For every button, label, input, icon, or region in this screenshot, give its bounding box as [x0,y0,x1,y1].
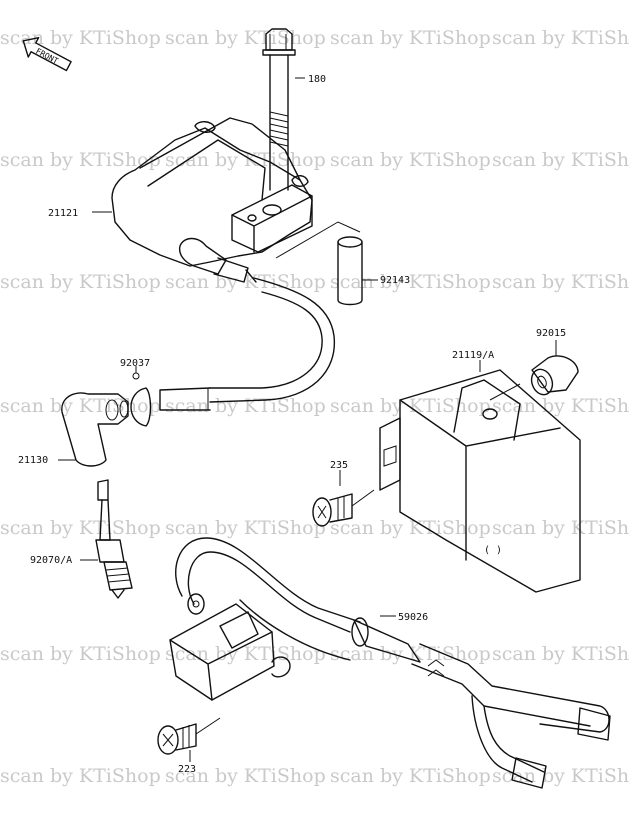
watermark-text: scan by KTiShop [492,149,630,171]
watermark-text: scan by KTiShop [492,27,630,49]
watermark-text: scan by KTiShop [330,517,491,539]
watermark-text: scan by KTiShop [492,765,630,787]
cdi-unit: ( ) [379,360,581,593]
spark-plug [80,479,133,599]
watermark-text: scan by KTiShop [165,27,326,49]
bolt-180 [262,28,305,191]
watermark-text: scan by KTiShop [0,271,161,293]
watermark-text: scan by KTiShop [0,149,161,171]
watermark-text: scan by KTiShop [0,395,161,417]
label-screw-235: 235 [330,460,348,471]
label-spark-plug: 92070/A [30,555,72,566]
spark-plug-cap [58,392,129,467]
watermark-text: scan by KTiShop [165,765,326,787]
label-cap: 92015 [536,328,566,339]
watermark-text: scan by KTiShop [165,271,326,293]
ignition-coil [92,117,313,283]
watermark-text: scan by KTiShop [330,395,491,417]
watermark-text: scan by KTiShop [0,517,161,539]
screw-223 [157,717,221,762]
label-bolt-180: 180 [308,74,326,85]
watermark-text: scan by KTiShop [492,643,630,665]
watermark-text: scan by KTiShop [0,643,161,665]
collar-92143 [275,221,378,306]
watermark-text: scan by KTiShop [0,765,161,787]
wiring-harness [169,537,611,789]
watermark-text: scan by KTiShop [0,27,161,49]
label-ignition-coil: 21121 [48,208,78,219]
label-plug-cap: 21130 [18,455,48,466]
high-tension-lead [159,269,336,411]
clip-92037 [130,366,152,427]
watermark-text: scan by KTiShop [330,271,491,293]
watermark-text: scan by KTiShop [492,271,630,293]
watermark-text: scan by KTiShop [492,517,630,539]
label-screw-223: 223 [178,764,196,775]
watermark-text: scan by KTiShop [330,765,491,787]
label-cdi-unit: 21119/A [452,350,494,361]
watermark-text: scan by KTiShop [165,643,326,665]
screw-235 [312,470,375,527]
label-collar: 92143 [380,275,410,286]
cdi-mark: ( ) [484,545,502,556]
watermark-text: scan by KTiShop [165,517,326,539]
cap-92015 [489,340,579,401]
watermark-text: scan by KTiShop [330,27,491,49]
watermark-text: scan by KTiShop [330,149,491,171]
watermark-text: scan by KTiShop [165,395,326,417]
watermark-text: scan by KTiShop [492,395,630,417]
watermark-text: scan by KTiShop [330,643,491,665]
label-clip: 92037 [120,358,150,369]
watermark-text: scan by KTiShop [165,149,326,171]
label-harness: 59026 [398,612,428,623]
